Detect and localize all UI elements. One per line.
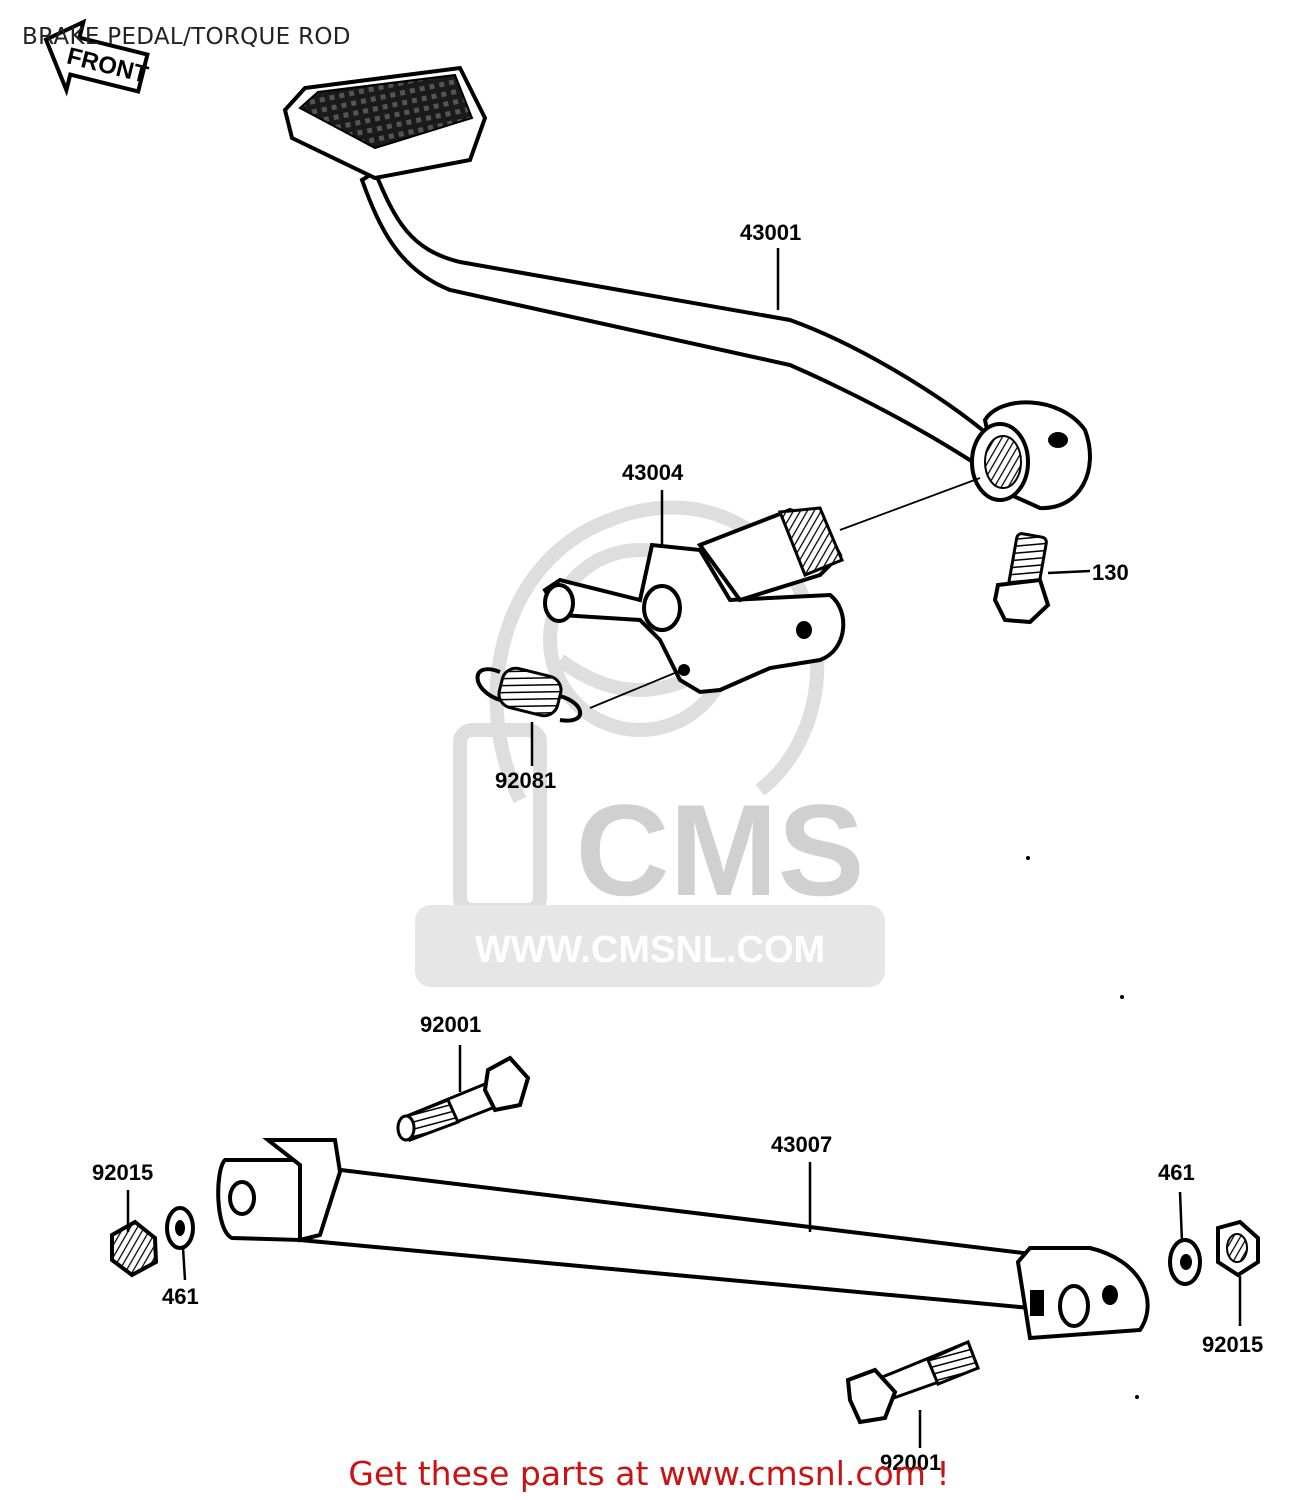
- front-direction-arrow-icon: FRONT: [43, 18, 151, 97]
- pedal-boss: [970, 400, 1092, 511]
- label-43007: 43007: [771, 1132, 832, 1157]
- watermark-brand: CMS: [576, 777, 865, 923]
- washer-461-left: [165, 1206, 195, 1250]
- scan-specks: [1026, 856, 1139, 1399]
- diagram-title: BRAKE PEDAL/TORQUE ROD: [22, 24, 351, 50]
- bolt-92001-upper: [396, 1055, 531, 1142]
- nut-92015-left: [110, 1219, 159, 1278]
- pedal-pad-rubber: [298, 73, 474, 150]
- label-92001-lower: 92001: [880, 1450, 941, 1475]
- brake-shaft-43004: [542, 506, 846, 695]
- return-spring-92081: [475, 666, 582, 723]
- washer-461-right: [1168, 1238, 1202, 1286]
- label-92015-right: 92015: [1202, 1332, 1263, 1357]
- label-92081: 92081: [495, 768, 556, 793]
- nut-92015-right: [1216, 1219, 1260, 1278]
- watermark-url: WWW.CMSNL.COM: [475, 929, 825, 971]
- label-461-left: 461: [162, 1284, 199, 1309]
- footer-link[interactable]: Get these parts at www.cmsnl.com !: [0, 1454, 1298, 1493]
- cmsnl-watermark: CMS WWW.CMSNL.COM: [415, 500, 885, 987]
- label-92001-upper: 92001: [420, 1012, 481, 1037]
- leader-lines: [126, 248, 1242, 1448]
- label-92015-left: 92015: [92, 1160, 153, 1185]
- bolt-92001-lower: [845, 1339, 980, 1425]
- label-130: 130: [1092, 560, 1129, 585]
- footer-text: Get these parts at www.cmsnl.com !: [348, 1454, 950, 1493]
- label-43001: 43001: [740, 220, 801, 245]
- label-43004: 43004: [622, 460, 684, 485]
- label-461-right: 461: [1158, 1160, 1195, 1185]
- bolt-130: [992, 532, 1051, 625]
- torque-rod-43007: [216, 1138, 1150, 1341]
- brake-pedal-43001: [282, 65, 1092, 511]
- watermark-banner: [415, 905, 885, 987]
